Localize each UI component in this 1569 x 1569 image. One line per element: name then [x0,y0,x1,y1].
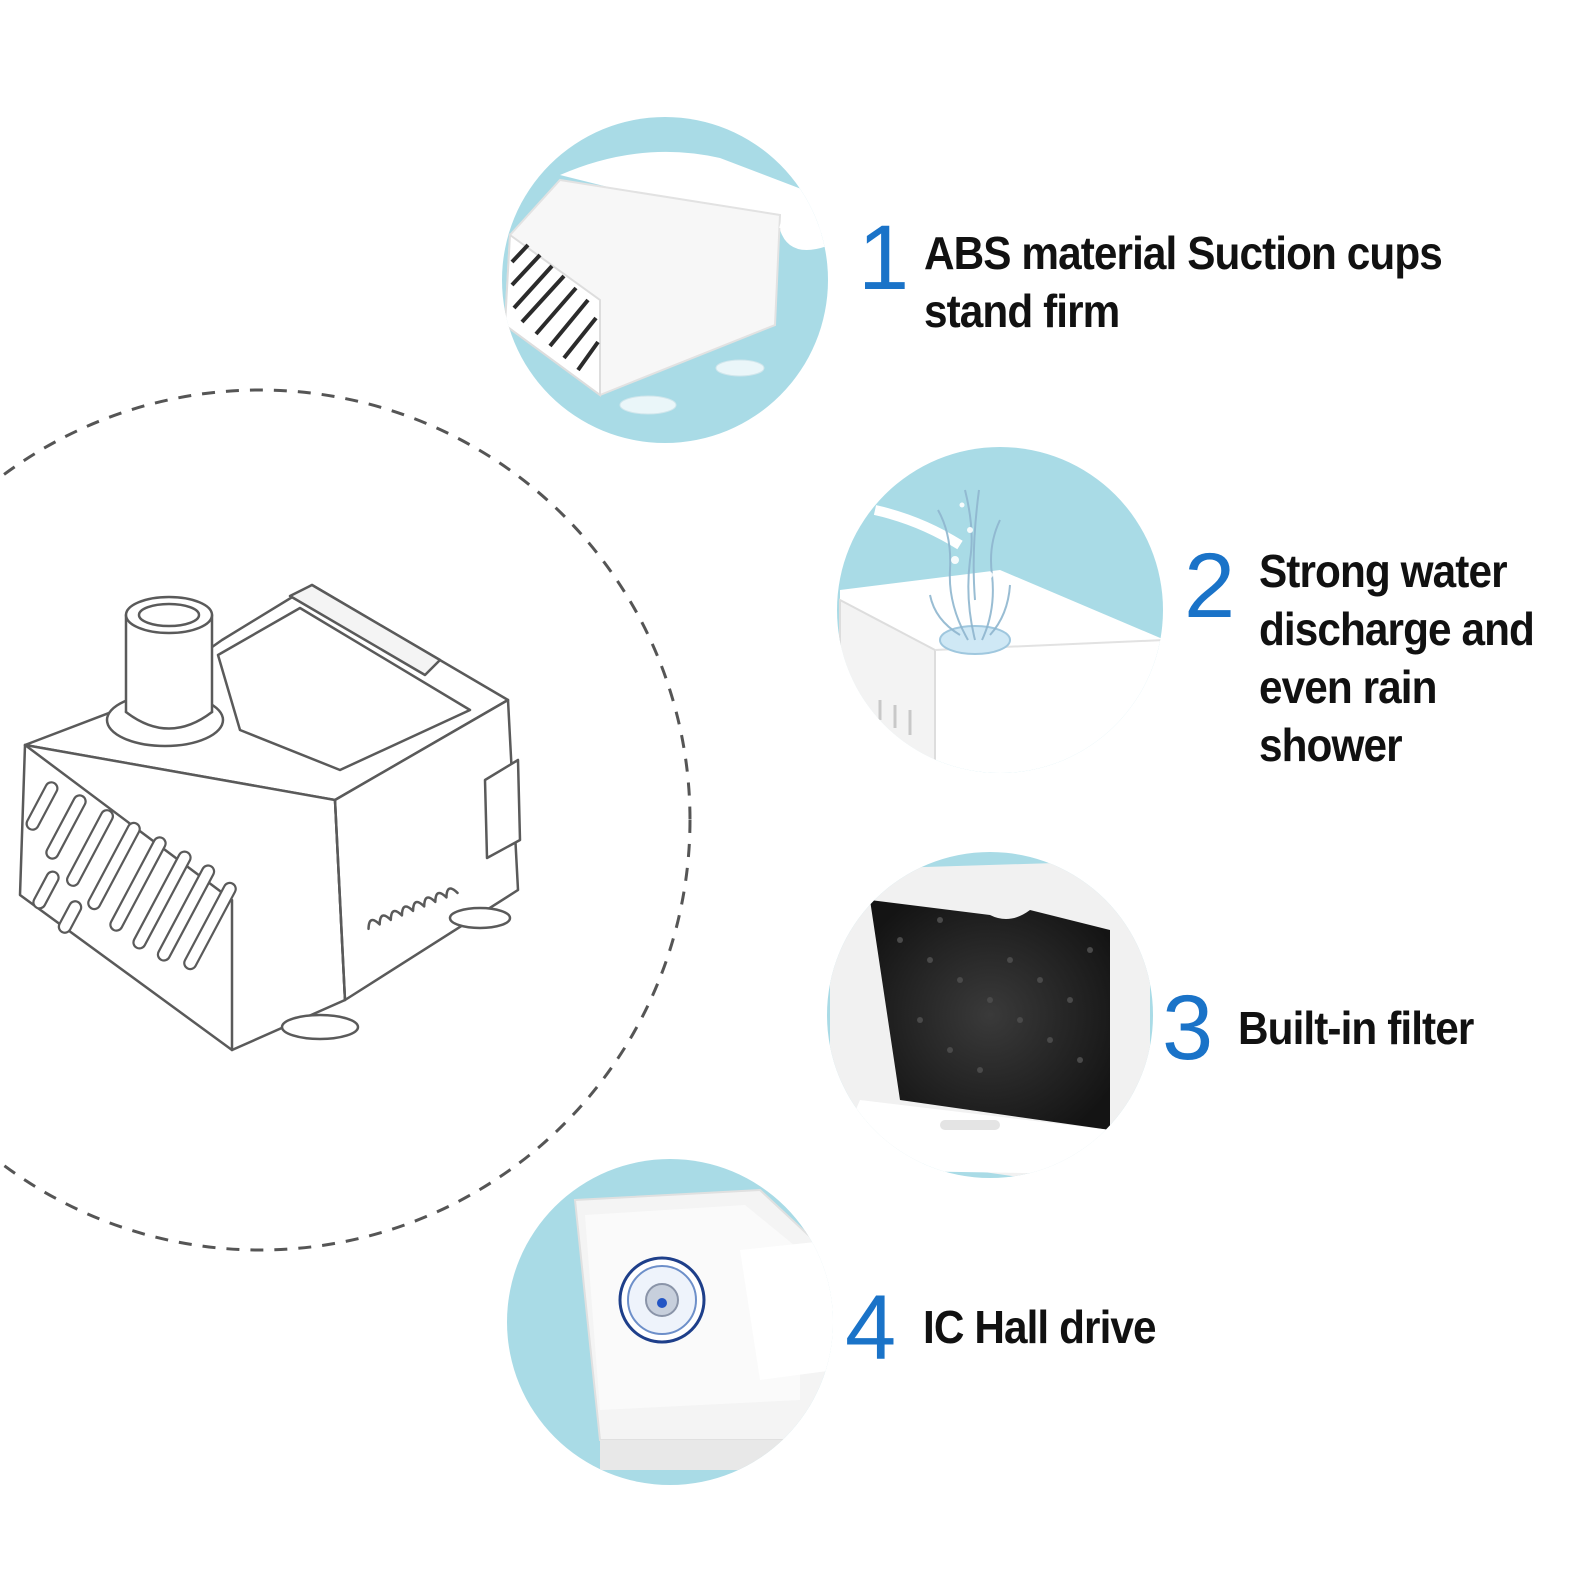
feature-line: stand firm [924,285,1120,337]
feature-number-1: 1 [858,207,910,309]
feature-line: ABS material Suction cups [924,227,1443,279]
photo-circle-1 [502,117,828,443]
photo-circle-3 [827,852,1153,1178]
water-pump-icon [18,583,522,1052]
feature-number-3: 3 [1162,977,1214,1079]
feature-line: Strong water [1259,545,1508,597]
feature-label-4: IC Hall drive [923,1298,1157,1356]
photo-circle-4 [507,1159,833,1485]
feature-label-1: ABS material Suction cups stand firm [924,224,1443,340]
feature-number-2: 2 [1184,535,1236,637]
feature-line: IC Hall drive [923,1301,1157,1353]
dashed-ring [0,388,692,1252]
feature-line: shower [1259,719,1403,771]
photo-circle-2 [837,447,1163,773]
feature-label-3: Built-in filter [1238,999,1474,1057]
feature-label-2: Strong water discharge and even rain sho… [1259,542,1535,774]
feature-line: discharge and [1259,603,1535,655]
feature-number-4: 4 [845,1277,897,1379]
feature-line: even rain [1259,661,1437,713]
feature-line: Built-in filter [1238,1002,1474,1054]
